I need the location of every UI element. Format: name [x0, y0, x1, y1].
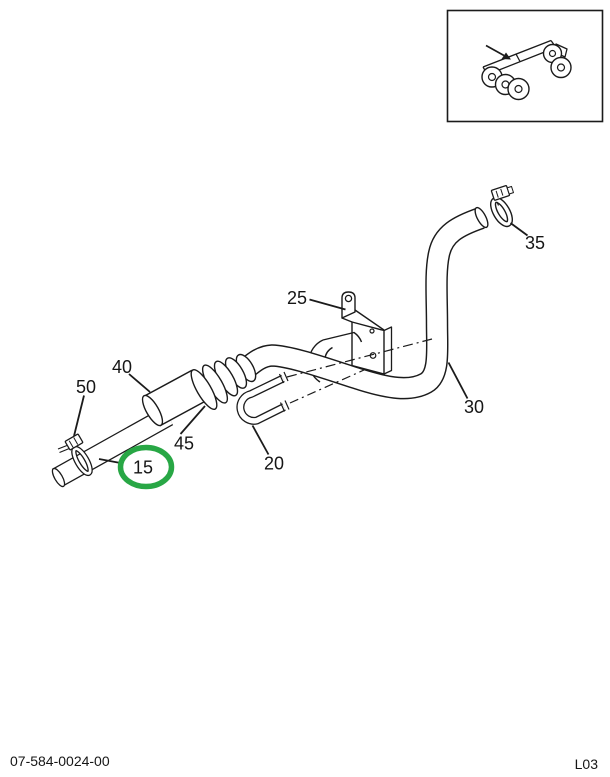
- leader-20: [251, 425, 270, 455]
- callout-15: 15: [133, 458, 153, 478]
- callout-45: 45: [174, 434, 194, 454]
- callout-50: 50: [76, 377, 96, 397]
- footer: 07-584-0024-00 L03: [10, 753, 598, 772]
- location-arrow-icon: [485, 44, 511, 60]
- u-bolt-threads: [278, 371, 290, 412]
- callout-25: 25: [287, 288, 307, 308]
- leader-25: [309, 298, 346, 311]
- inset-border: [446, 9, 604, 123]
- bellows: [190, 353, 257, 410]
- clamp-screw-housing: [490, 185, 514, 201]
- u-bolt: [236, 371, 290, 425]
- hose-clamp-small: [57, 433, 93, 477]
- hose-clamp-large: [489, 185, 514, 228]
- leader-lines: [73, 222, 529, 464]
- page-code: L03: [575, 756, 599, 772]
- hose: [234, 206, 489, 400]
- callout-35: 35: [525, 233, 545, 253]
- coupling-end-face: [141, 394, 164, 427]
- hose-end-rim: [474, 206, 489, 229]
- tube-end-rim: [51, 467, 66, 488]
- truck-chassis-icon: [481, 39, 572, 101]
- callout-labels: 15 20 25 30 35 40 45 50: [76, 233, 545, 478]
- leader-45: [179, 405, 206, 435]
- leader-15: [98, 458, 121, 464]
- flex-coupling: [141, 369, 209, 427]
- bracket: [341, 291, 393, 375]
- highlight-ellipse: [117, 444, 175, 490]
- inset-thumbnail: [446, 9, 604, 123]
- leader-35: [509, 222, 529, 237]
- leader-50: [73, 395, 85, 437]
- leader-40: [128, 373, 151, 393]
- clamp-screw-housing: [64, 433, 84, 451]
- tube: [51, 406, 174, 488]
- part-number: 07-584-0024-00: [10, 753, 110, 769]
- leader-30: [447, 362, 469, 399]
- callout-30: 30: [464, 397, 484, 417]
- callout-20: 20: [264, 454, 284, 474]
- centerlines: [286, 338, 433, 404]
- callout-40: 40: [112, 357, 132, 377]
